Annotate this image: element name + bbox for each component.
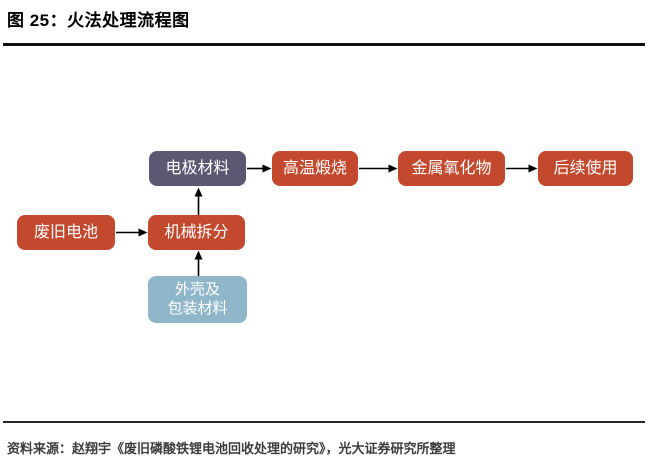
node-follow-up-use: 后续使用 — [538, 151, 633, 186]
source-attribution: 资料来源：赵翔宇《废旧磷酸铁锂电池回收处理的研究》，光大证券研究所整理 — [7, 441, 456, 456]
node-shell-packaging: 外壳及 包装材料 — [148, 276, 247, 323]
node-waste-battery: 废旧电池 — [17, 215, 115, 250]
figure-title: 图 25：火法处理流程图 — [7, 11, 190, 30]
node-mechanical-split: 机械拆分 — [148, 215, 245, 250]
node-metal-oxide: 金属氧化物 — [398, 151, 505, 186]
source-divider-rule — [3, 421, 645, 423]
title-divider-rule — [3, 43, 645, 46]
node-electrode-material: 电极材料 — [149, 151, 246, 186]
node-high-temp-calcine: 高温煅烧 — [272, 151, 358, 186]
